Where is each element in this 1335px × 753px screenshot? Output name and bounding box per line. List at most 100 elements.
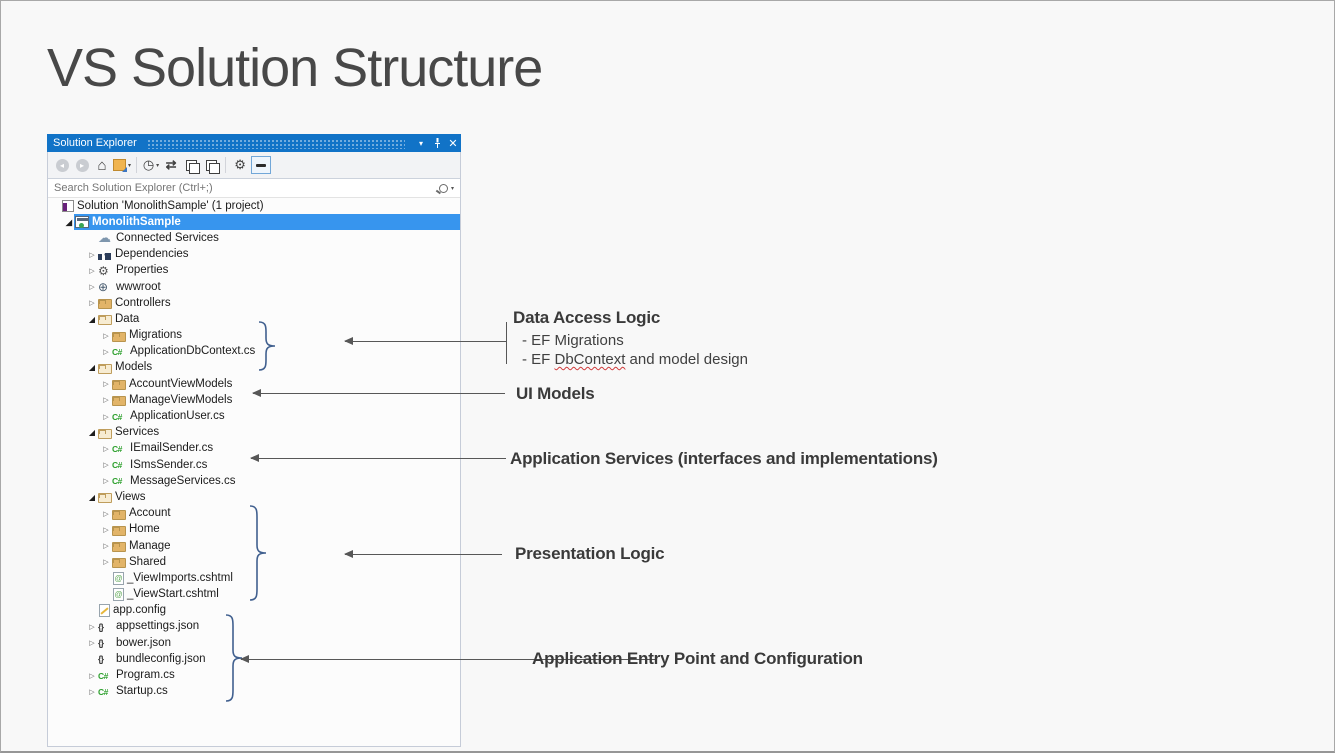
search-dropdown-icon[interactable]: ▾ — [450, 185, 454, 192]
folder-icon — [112, 380, 126, 391]
annotation-bullet: - EF DbContext and model design — [522, 351, 748, 368]
tree-item[interactable]: ▷ Migrations — [48, 328, 460, 344]
tree-item[interactable]: ▷C#IEmailSender.cs — [48, 441, 460, 457]
tree-item[interactable]: ▷C#ApplicationDbContext.cs — [48, 344, 460, 360]
tree-item-label: Controllers — [115, 296, 171, 309]
tree-item-label: MonolithSample — [92, 215, 181, 228]
expand-arrow-icon[interactable]: ▷ — [103, 348, 109, 356]
tree-item[interactable]: ▷Account — [48, 506, 460, 522]
collapse-arrow-icon[interactable]: ◢ — [65, 217, 73, 227]
tree-item[interactable]: @_ViewStart.cshtml — [48, 587, 460, 603]
tree-item[interactable]: @_ViewImports.cshtml — [48, 570, 460, 586]
config-icon — [99, 604, 110, 618]
annotation-app-services-heading: Application Services (interfaces and imp… — [510, 449, 938, 468]
close-icon[interactable]: ✕ — [448, 137, 458, 150]
tree-item[interactable]: ▷{}bower.json — [48, 635, 460, 651]
tree-item-label: ApplicationUser.cs — [130, 410, 225, 423]
home-icon[interactable]: ⌂ — [97, 156, 107, 174]
expand-arrow-icon[interactable]: ▷ — [103, 559, 109, 567]
expand-arrow-icon[interactable]: ▷ — [89, 251, 95, 259]
tree-item[interactable]: ▷C#Program.cs — [48, 667, 460, 683]
expand-arrow-icon[interactable]: ▷ — [103, 478, 109, 486]
tree-item-label: _ViewStart.cshtml — [127, 588, 219, 601]
tree-item[interactable]: ▷⊕wwwroot — [48, 279, 460, 295]
tree-item[interactable]: ▷C#ApplicationUser.cs — [48, 408, 460, 424]
collapse-arrow-icon[interactable]: ◢ — [88, 428, 96, 438]
bullet-text: - EF — [522, 351, 555, 368]
expand-arrow-icon[interactable]: ▷ — [89, 688, 95, 696]
search-input[interactable] — [48, 181, 439, 195]
tree-item[interactable]: ▷ManageViewModels — [48, 392, 460, 408]
expand-arrow-icon[interactable]: ▷ — [103, 332, 109, 340]
tree-item[interactable]: ▷Shared — [48, 554, 460, 570]
expand-arrow-icon[interactable]: ▷ — [103, 413, 109, 421]
expand-arrow-icon[interactable]: ▷ — [103, 445, 109, 453]
back-icon[interactable]: ◂ — [53, 155, 71, 175]
tree-item[interactable]: ◢Models — [48, 360, 460, 376]
tree-item[interactable]: ▷AccountViewModels — [48, 376, 460, 392]
tree-item[interactable]: ▷{}appsettings.json — [48, 619, 460, 635]
folder-icon — [112, 509, 126, 520]
solution-tree: Solution 'MonolithSample' (1 project)◢Mo… — [48, 198, 460, 700]
tree-item[interactable]: ▷C#ISmsSender.cs — [48, 457, 460, 473]
folder-icon — [112, 396, 126, 407]
tree-item[interactable]: ◢Data — [48, 311, 460, 327]
tree-item[interactable]: ◢Services — [48, 425, 460, 441]
tree-item[interactable]: {}bundleconfig.json — [48, 651, 460, 667]
collapse-arrow-icon[interactable]: ◢ — [88, 363, 96, 373]
forward-icon[interactable]: ▸ — [73, 155, 91, 175]
pin-glyph — [434, 137, 440, 148]
expand-arrow-icon[interactable]: ▷ — [89, 672, 95, 680]
sync-with-active-document-icon[interactable]: ⇄ — [165, 157, 177, 172]
expand-arrow-icon[interactable]: ▷ — [89, 284, 95, 292]
wrench-icon[interactable]: ⚙ — [234, 157, 246, 172]
tree-item[interactable]: ▷Home — [48, 522, 460, 538]
tree-item-label: Program.cs — [116, 669, 175, 682]
toolbar-separator — [136, 157, 138, 173]
expand-arrow-icon[interactable]: ▷ — [103, 462, 109, 470]
tree-item[interactable]: Solution 'MonolithSample' (1 project) — [48, 198, 460, 214]
tree-item[interactable]: ▷⚙Properties — [48, 263, 460, 279]
tree-item[interactable]: app.config — [48, 603, 460, 619]
expand-arrow-icon[interactable]: ▷ — [89, 623, 95, 631]
annotation-data-access-heading: Data Access Logic — [513, 308, 661, 327]
tree-item-label: Views — [115, 490, 146, 503]
tree-item[interactable]: ◢ MonolithSample — [48, 214, 460, 231]
search-icon[interactable] — [438, 183, 448, 193]
folder-icon — [112, 542, 126, 553]
tree-item[interactable]: ◢ Views — [48, 489, 460, 505]
tree-item[interactable]: ☁Connected Services — [48, 230, 460, 246]
tree-item[interactable]: ▷ Controllers — [48, 295, 460, 311]
preview-selected-items-icon[interactable] — [251, 156, 272, 174]
expand-arrow-icon[interactable]: ▷ — [103, 543, 109, 551]
switch-views-icon[interactable]: ▾ — [113, 155, 131, 175]
collapse-arrow-icon[interactable]: ◢ — [88, 314, 96, 324]
tree-item[interactable]: ▷Dependencies — [48, 247, 460, 263]
panel-titlebar[interactable]: Solution Explorer ▾ ✕ — [47, 134, 461, 152]
toolbar-separator — [225, 157, 227, 173]
annotation-presentation-heading: Presentation Logic — [515, 544, 665, 563]
expand-arrow-icon[interactable]: ▷ — [89, 640, 95, 648]
dependencies-icon — [98, 250, 112, 260]
pin-icon[interactable] — [429, 135, 445, 151]
expand-arrow-icon[interactable]: ▷ — [103, 526, 109, 534]
tree-item[interactable]: ▷Manage — [48, 538, 460, 554]
tree-item-label: Migrations — [129, 329, 183, 342]
tree-item-label: Solution 'MonolithSample' (1 project) — [77, 199, 264, 212]
brace-data-group — [258, 321, 276, 371]
annotation-bullet: - EF Migrations — [522, 332, 624, 349]
expand-arrow-icon[interactable]: ▷ — [103, 397, 109, 405]
expand-arrow-icon[interactable]: ▷ — [89, 300, 95, 308]
tree-item[interactable]: ▷C# MessageServices.cs — [48, 473, 460, 489]
expand-arrow-icon[interactable]: ▷ — [103, 510, 109, 518]
pending-changes-filter-icon[interactable]: ◷▾ — [142, 157, 160, 172]
collapse-all-icon[interactable] — [182, 155, 200, 175]
tree-item[interactable]: ▷C#Startup.cs — [48, 684, 460, 700]
expand-arrow-icon[interactable]: ▷ — [89, 267, 95, 275]
collapse-arrow-icon[interactable]: ◢ — [88, 492, 96, 502]
chevron-down-icon[interactable]: ▾ — [418, 138, 423, 148]
tree-item-label: MessageServices.cs — [130, 474, 236, 487]
show-all-files-icon[interactable] — [202, 155, 220, 175]
expand-arrow-icon[interactable]: ▷ — [103, 381, 109, 389]
csharp-icon: C# — [112, 476, 122, 487]
